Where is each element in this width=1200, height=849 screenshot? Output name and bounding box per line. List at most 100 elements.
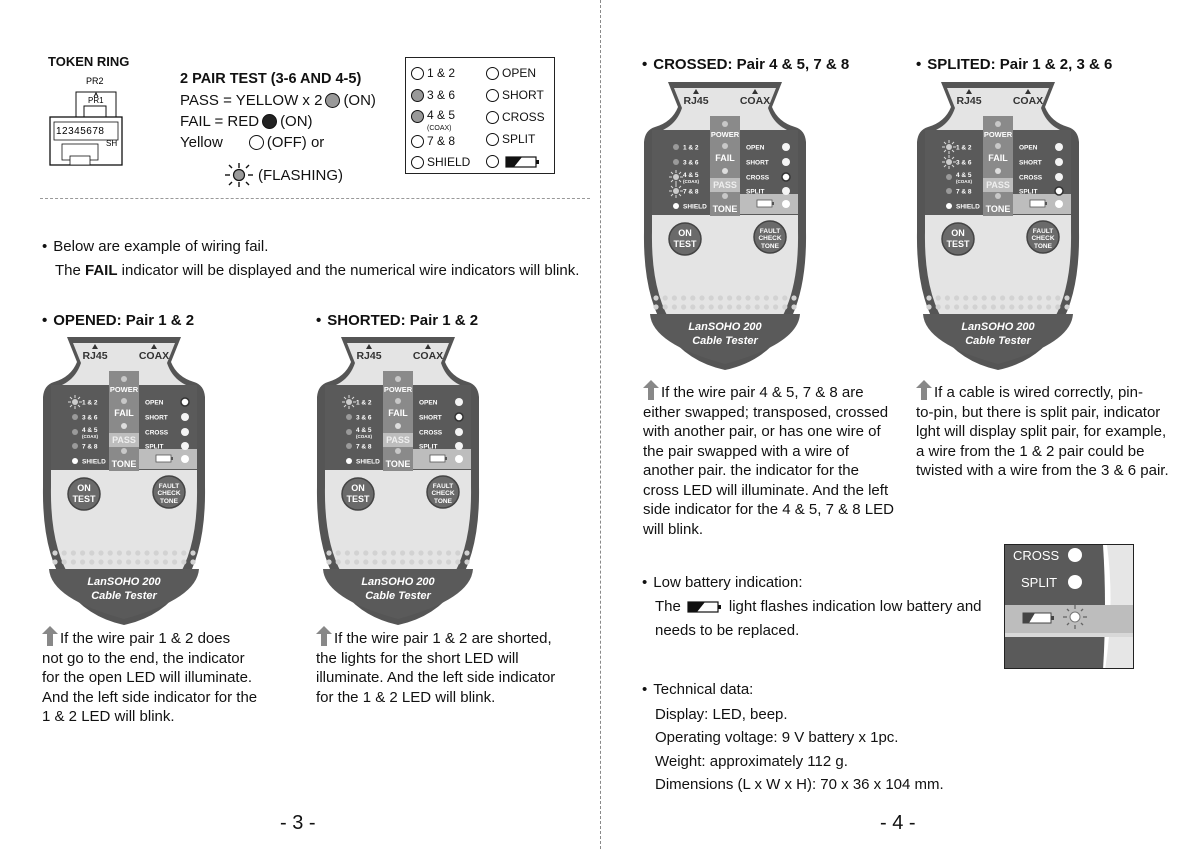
tone-button-label: TONE (434, 498, 453, 505)
coax-label: COAX (740, 95, 770, 107)
grip-dot (681, 304, 687, 310)
grip-dot (717, 295, 723, 301)
grip-dot (763, 295, 769, 301)
grip-dot (381, 559, 387, 565)
grip-dot (335, 559, 341, 565)
grip-dot (126, 550, 132, 556)
pr1-label: PR1 (88, 96, 104, 105)
legend-label: CROSS (502, 110, 545, 124)
battery-icon (687, 601, 721, 613)
power-label: POWER (711, 130, 740, 139)
grip-dot (754, 295, 760, 301)
grip-dot (1000, 295, 1006, 301)
opened-desc-line: If the wire pair 1 & 2 does (42, 626, 302, 649)
legend-label: 4 & 5 (427, 108, 456, 122)
shorted-title: SHORTED: Pair 1 & 2 (316, 311, 478, 331)
grip-dot (1055, 295, 1061, 301)
grip-dot (107, 550, 113, 556)
grip-dot (98, 559, 104, 565)
crossed-desc-line: cross LED will illuminate. And the left (643, 481, 889, 499)
led-off-icon (486, 155, 499, 168)
battery-icon (1029, 199, 1046, 208)
grip-dot (116, 550, 122, 556)
grip-dot (1036, 304, 1042, 310)
brand-label: LanSOHO 200 (961, 321, 1035, 333)
grip-dot (745, 304, 751, 310)
battery-icon (155, 454, 172, 463)
rj45-label: RJ45 (956, 95, 981, 107)
grip-dot (671, 295, 677, 301)
blink-ray (343, 404, 347, 408)
test-label: TEST (946, 239, 970, 249)
right-led (455, 428, 463, 436)
check-label: CHECK (1031, 235, 1054, 242)
grip-dot (344, 550, 350, 556)
left-led-label: SHIELD (356, 459, 380, 466)
legend-item-7-8: 7 & 8 (411, 134, 455, 148)
yellow-line: Yellow (OFF) or (180, 134, 324, 151)
left-led-label: 4 & 5 (683, 172, 699, 179)
blink-ray (678, 179, 682, 183)
grip-dot (926, 304, 932, 310)
right-led-label: SHORT (419, 415, 442, 422)
led-legend-box: 1 & 2 3 & 6 4 & 5(COAX) 7 & 8 SHIELD OPE… (405, 57, 555, 174)
technical-line: Dimensions (L x W x H): 70 x 36 x 104 mm… (655, 775, 944, 793)
left-led-label: 1 & 2 (956, 145, 972, 152)
grip-dot (944, 304, 950, 310)
blink-ray (69, 396, 73, 400)
grip-dot (671, 304, 677, 310)
battery-led (1055, 200, 1063, 208)
fail-label: FAIL (388, 408, 408, 418)
fail-led (722, 143, 728, 149)
blink-ray (951, 141, 955, 145)
grip-dot (653, 304, 659, 310)
grip-dot (70, 550, 76, 556)
fail-led (395, 398, 401, 404)
grip-dot (436, 559, 442, 565)
intro-pre: The (55, 262, 86, 279)
rj45-label: RJ45 (683, 95, 708, 107)
grip-dot (80, 559, 86, 565)
legend-item-shield: SHIELD (411, 155, 470, 169)
rj45-arrow-icon (966, 89, 972, 94)
right-led-label: SPLIT (419, 444, 437, 451)
grip-dot (89, 550, 95, 556)
right-led (455, 442, 463, 450)
tone-led (995, 193, 1001, 199)
grip-dot (61, 550, 67, 556)
yellow-text: Yellow (180, 134, 223, 151)
left-led-coax-label: (COAX) (683, 179, 699, 184)
pr2-label: PR2 (86, 76, 104, 86)
opened-description: If the wire pair 1 & 2 does not go to th… (42, 626, 302, 727)
test-label: TEST (346, 494, 370, 504)
grip-dot (1027, 304, 1033, 310)
tone-button-label: TONE (1034, 243, 1053, 250)
blink-ray (670, 179, 674, 183)
grip-dot (363, 559, 369, 565)
left-led (346, 399, 352, 405)
coax-label: COAX (413, 350, 443, 362)
on-test-button (941, 222, 975, 256)
fault-check-button (152, 475, 186, 509)
grip-dot (89, 559, 95, 565)
rj45-label: RJ45 (82, 350, 107, 362)
right-led-label: CROSS (1019, 175, 1043, 182)
grip-dot (190, 559, 196, 565)
left-led-label: 4 & 5 (956, 172, 972, 179)
left-led-label: 3 & 6 (82, 415, 98, 422)
low-battery-post: light flashes indication low battery and (728, 598, 982, 615)
left-led (346, 414, 352, 420)
shorted-description: If the wire pair 1 & 2 are shorted, the … (316, 626, 586, 707)
legend-label: 1 & 2 (427, 66, 456, 80)
coax-arrow-icon (425, 344, 431, 349)
token-ring-connector-diagram: PR2 PR1 12345678 SH (49, 76, 123, 166)
test-label: TEST (72, 494, 96, 504)
fail-text: FAIL = RED (180, 113, 260, 130)
left-led-label: 3 & 6 (683, 160, 699, 167)
led-on-icon (411, 88, 424, 102)
right-led-label: OPEN (1019, 145, 1038, 152)
grip-dot (181, 550, 187, 556)
page-number-left: - 3 - (280, 812, 316, 834)
